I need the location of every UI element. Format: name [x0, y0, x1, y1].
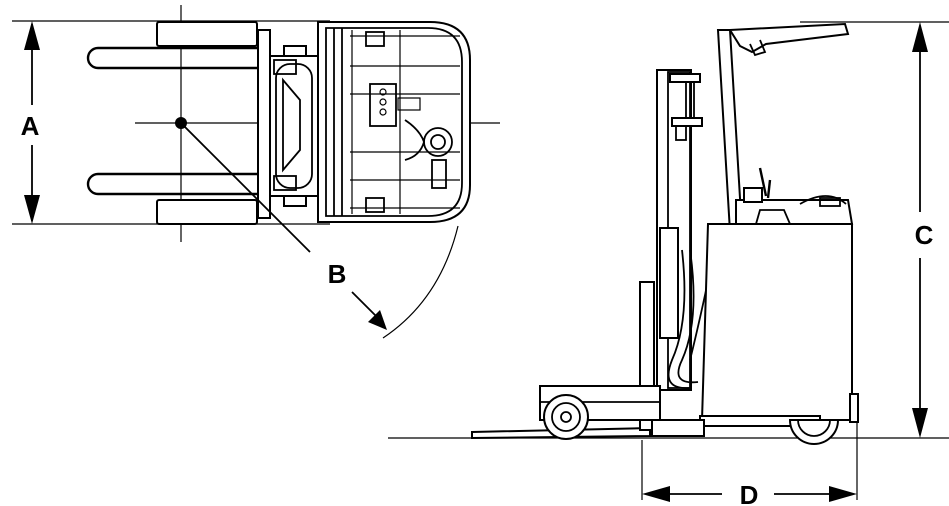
dimension-b	[180, 122, 459, 339]
dimension-d	[642, 486, 857, 502]
top-view-chassis	[317, 21, 471, 223]
label-c: C	[915, 220, 934, 250]
label-b: B	[328, 259, 347, 289]
label-d: D	[740, 480, 759, 506]
top-view-forks	[86, 21, 258, 225]
drive-wheel	[788, 419, 840, 445]
top-view-carriage	[257, 29, 319, 219]
side-view-mast	[639, 69, 703, 431]
dimension-a	[24, 21, 40, 224]
load-wheel	[543, 394, 589, 440]
label-a: A	[21, 111, 40, 141]
dimension-c	[912, 22, 928, 438]
top-view	[12, 5, 500, 339]
side-view-body	[700, 167, 859, 423]
side-view	[388, 21, 949, 502]
